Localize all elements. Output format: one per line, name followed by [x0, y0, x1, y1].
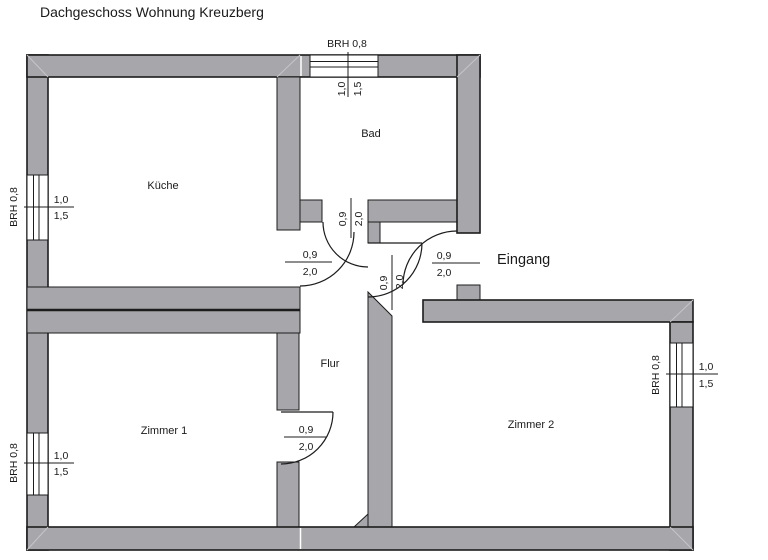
kueche-door: 0,9 2,0: [285, 231, 355, 287]
wall-zimmer1-top: [26, 309, 301, 334]
room-label-zimmer1: Zimmer 1: [141, 425, 187, 437]
door-swing-arc: [402, 230, 458, 286]
entrance-label: Eingang: [497, 252, 550, 268]
wall-bad-right: [456, 54, 481, 234]
room-label-kueche: Küche: [147, 180, 178, 192]
corner-miters: [26, 54, 694, 551]
window-height-dim: 1,5: [699, 378, 714, 390]
door-width-dim: 0,9: [337, 212, 349, 227]
bad-door: 0,9 2,0: [322, 198, 369, 268]
door-width-dim: 0,9: [299, 424, 314, 436]
wall-bad-bottom-right: [367, 199, 458, 223]
window-glazing: [33, 433, 40, 495]
walls: [26, 54, 694, 551]
window-glazing: [676, 343, 683, 407]
wall-zimmer1-flur-lower: [276, 461, 300, 528]
window-frame: [26, 432, 49, 496]
door-swing-arc: [299, 231, 355, 287]
window-height-dim: 1,5: [352, 82, 364, 97]
page-title: Dachgeschoss Wohnung Kreuzberg: [40, 4, 264, 20]
window-width-dim: 1,0: [699, 361, 714, 373]
door-width-dim: 0,9: [303, 249, 318, 261]
bad-window: BRH 0,8 1,0 1,5: [309, 38, 379, 97]
wall-bad-bottom-left: [299, 199, 323, 223]
room-label-zimmer2: Zimmer 2: [508, 419, 554, 431]
door-swing-arc: [280, 411, 334, 465]
door-width-dim: 0,9: [437, 250, 452, 262]
entry-door: 0,9 2,0: [402, 230, 480, 286]
zimmer1-door: 0,9 2,0: [280, 411, 334, 465]
wall-outer-top: [26, 54, 481, 78]
zimmer2-window: BRH 0,8 1,0 1,5: [650, 342, 718, 408]
window-sill-label: BRH 0,8: [327, 38, 367, 50]
door-height-dim: 2,0: [299, 441, 314, 453]
room-label-bad: Bad: [361, 128, 381, 140]
window-sill-label: BRH 0,8: [650, 355, 662, 395]
wall-bad-bottom-stub: [367, 221, 381, 244]
window-width-dim: 1,0: [54, 194, 69, 206]
door-swing-arc: [367, 242, 423, 298]
door-height-dim: 2,0: [303, 266, 318, 278]
wall-outer-bottom: [26, 526, 694, 551]
zimmer1-window: BRH 0,8 1,0 1,5: [8, 432, 74, 496]
wall-flur-bottom-notch: [352, 512, 369, 528]
door-height-dim: 2,0: [394, 275, 406, 290]
wall-flur-zimmer2-divider: [367, 290, 393, 528]
wall-kueche-bad-divider: [276, 76, 301, 231]
door-height-dim: 2,0: [353, 212, 365, 227]
wall-zimmer1-flur-upper: [276, 332, 300, 411]
window-width-dim: 1,0: [336, 82, 348, 97]
window-sill-label: BRH 0,8: [8, 187, 20, 227]
kueche-window: BRH 0,8 1,0 1,5: [8, 174, 74, 241]
wall-entry-stub: [456, 284, 481, 301]
window-height-dim: 1,5: [54, 466, 69, 478]
wall-zimmer2-top: [422, 299, 694, 323]
room-label-flur: Flur: [321, 358, 340, 370]
window-glazing: [310, 61, 378, 68]
window-frame: [309, 54, 379, 78]
window-width-dim: 1,0: [54, 450, 69, 462]
door-swing-arc: [322, 221, 369, 268]
door-height-dim: 2,0: [437, 267, 452, 279]
window-height-dim: 1,5: [54, 210, 69, 222]
window-sill-label: BRH 0,8: [8, 443, 20, 483]
wall-kueche-bottom: [26, 286, 301, 311]
door-width-dim: 0,9: [378, 276, 390, 291]
